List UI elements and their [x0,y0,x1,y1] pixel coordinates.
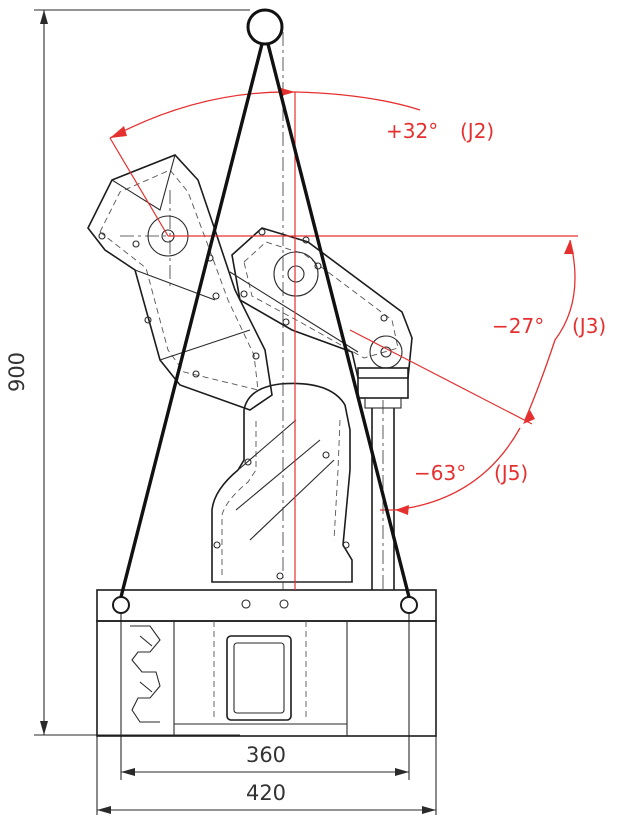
annotation-j5: −63° (J5) [414,461,528,485]
base-frame [96,589,437,737]
height-dimension: 900 [5,9,250,736]
annotation-j3-joint: (J3) [572,314,606,338]
annotation-j2: +32° (J2) [386,119,494,143]
annotation-j2-joint: (J2) [460,119,494,143]
annotation-j3: −27° (J3) [492,314,606,338]
outer-width-dimension: 420 [96,736,437,815]
inner-width-dimension: 360 [120,608,410,780]
lifting-slings [119,43,411,598]
annotation-j5-joint: (J5) [494,461,528,485]
annotation-j3-angle: −27° [492,314,544,338]
inner-width-label: 360 [246,743,286,767]
lifting-ring [246,8,284,46]
annotation-j5-angle: −63° [414,461,466,485]
robot-base [211,382,353,583]
height-dimension-label: 900 [5,352,29,392]
angle-annotation-lines [109,88,578,590]
wrist-flange [357,335,409,590]
outer-width-label: 420 [246,781,286,805]
annotation-j2-angle: +32° [386,119,438,143]
